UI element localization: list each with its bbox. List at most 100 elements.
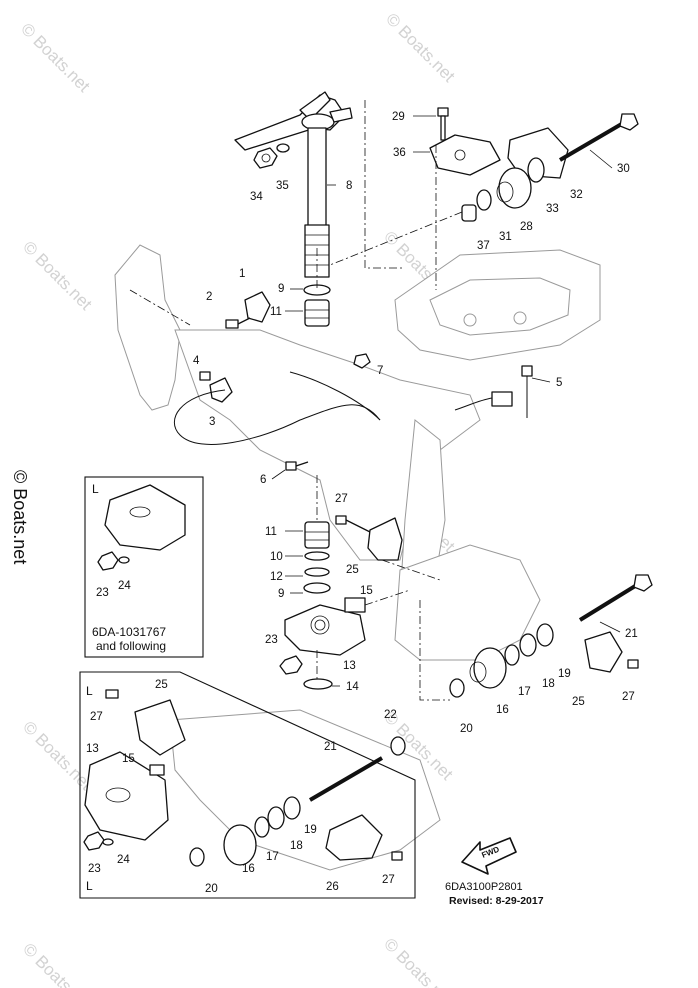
- steering-arm: [234, 91, 353, 151]
- washer-35: [276, 143, 290, 153]
- callout-37: 37: [477, 240, 490, 252]
- callout-27d: 27: [382, 874, 395, 886]
- nut-7: [353, 353, 371, 369]
- callout-34: 34: [250, 191, 263, 203]
- clamp-1: [244, 291, 271, 323]
- nut-34: [253, 147, 278, 169]
- side-watermark: © Boats.net: [10, 470, 30, 564]
- callout-11b: 11: [265, 526, 277, 538]
- connector: [454, 391, 513, 411]
- steering-shaft: [304, 127, 330, 278]
- callout-27: 27: [335, 493, 348, 505]
- callout-15: 15: [360, 585, 373, 597]
- upper-mount-plate: [394, 249, 601, 361]
- callout-1: 1: [239, 268, 245, 280]
- callout-16: 16: [496, 704, 509, 716]
- bolt-2: [225, 317, 251, 329]
- callout-11: 11: [270, 306, 282, 318]
- callout-13b: 13: [86, 743, 99, 755]
- oring-10: [304, 551, 330, 561]
- inset-note-line2: and following: [96, 639, 166, 653]
- bolt-30: [558, 113, 639, 162]
- washer-9-lower: [303, 582, 331, 594]
- washer-18: [519, 633, 537, 657]
- callout-33: 33: [546, 203, 559, 215]
- mount-cover-25: [367, 517, 403, 561]
- mount-plate-32: [507, 127, 569, 179]
- callout-35: 35: [276, 180, 289, 192]
- bolt-4: [199, 371, 211, 381]
- bolt-27b: [627, 659, 639, 669]
- callout-26: 26: [326, 881, 339, 893]
- inset-small: L 6DA-1031767 and following: [84, 476, 204, 658]
- callout-25: 25: [346, 564, 359, 576]
- callout-21: 21: [625, 628, 638, 640]
- callout-32: 32: [570, 189, 583, 201]
- nut-23: [279, 655, 303, 675]
- callout-23b: 23: [96, 587, 109, 599]
- leader-lines: [129, 100, 463, 701]
- callout-14: 14: [346, 681, 359, 693]
- callout-36: 36: [393, 147, 406, 159]
- callout-22: 22: [384, 709, 397, 721]
- callout-27b: 27: [622, 691, 635, 703]
- callout-7: 7: [377, 365, 383, 377]
- bushing-11-lower: [304, 521, 330, 549]
- inset-large-label-bottom: L: [86, 879, 93, 893]
- bolt-21: [578, 574, 653, 622]
- callout-ticks: [271, 115, 621, 687]
- mount-cover-25b: [584, 631, 623, 673]
- callout-29: 29: [392, 111, 405, 123]
- callout-17b: 17: [266, 851, 279, 863]
- watermark: © Boats.net: [382, 9, 459, 86]
- inset-large-label-top: L: [86, 684, 93, 698]
- cable-loop: [174, 371, 381, 445]
- callout-18: 18: [542, 678, 555, 690]
- callout-6: 6: [260, 474, 266, 486]
- washer-19: [536, 623, 554, 647]
- watermark: © Boats.net: [19, 939, 96, 988]
- washer-31: [476, 189, 492, 211]
- band-14: [303, 678, 333, 690]
- callout-19: 19: [558, 668, 571, 680]
- bolt-27: [335, 515, 371, 533]
- callout-17: 17: [518, 686, 531, 698]
- inset-large: L L: [79, 671, 416, 899]
- oring-12: [304, 567, 330, 577]
- callout-31: 31: [499, 231, 512, 243]
- washer-17: [504, 644, 520, 666]
- bolt-29: [437, 107, 449, 141]
- callout-30: 30: [617, 163, 630, 175]
- callout-12: 12: [270, 571, 283, 583]
- mount-cap-36: [429, 134, 501, 176]
- callout-25c: 25: [155, 679, 168, 691]
- inset-variant-label: L: [92, 482, 99, 496]
- callouts: 1 2 3 4 5 6 7 8 9 9 10 11 11 12 13 13 14…: [86, 111, 638, 895]
- callout-9b: 9: [278, 588, 284, 600]
- callout-19b: 19: [304, 824, 317, 836]
- swivel-bracket-outline: [114, 244, 541, 661]
- diagram-code: 6DA3100P2801: [445, 881, 523, 893]
- callout-21b: 21: [324, 741, 337, 753]
- revised-date: Revised: 8-29-2017: [449, 895, 544, 907]
- mount-rubber-16: [469, 647, 507, 689]
- inset-note-line1: 6DA-1031767: [92, 625, 166, 639]
- callout-10: 10: [270, 551, 283, 563]
- callout-23c: 23: [88, 863, 101, 875]
- clip-15: [344, 597, 366, 613]
- lower-bracket-13: [284, 604, 366, 656]
- tie-wrap-5: [521, 365, 533, 418]
- callout-15b: 15: [122, 753, 135, 765]
- bolt-6: [285, 461, 309, 471]
- watermark: © Boats.net: [380, 934, 457, 988]
- callout-23: 23: [265, 634, 278, 646]
- callout-2: 2: [206, 291, 212, 303]
- callout-3: 3: [209, 416, 215, 428]
- callout-27c: 27: [90, 711, 103, 723]
- callout-28: 28: [520, 221, 533, 233]
- mount-rubber-28: [496, 167, 532, 209]
- callout-16b: 16: [242, 863, 255, 875]
- callout-20: 20: [460, 723, 473, 735]
- callout-13: 13: [343, 660, 356, 672]
